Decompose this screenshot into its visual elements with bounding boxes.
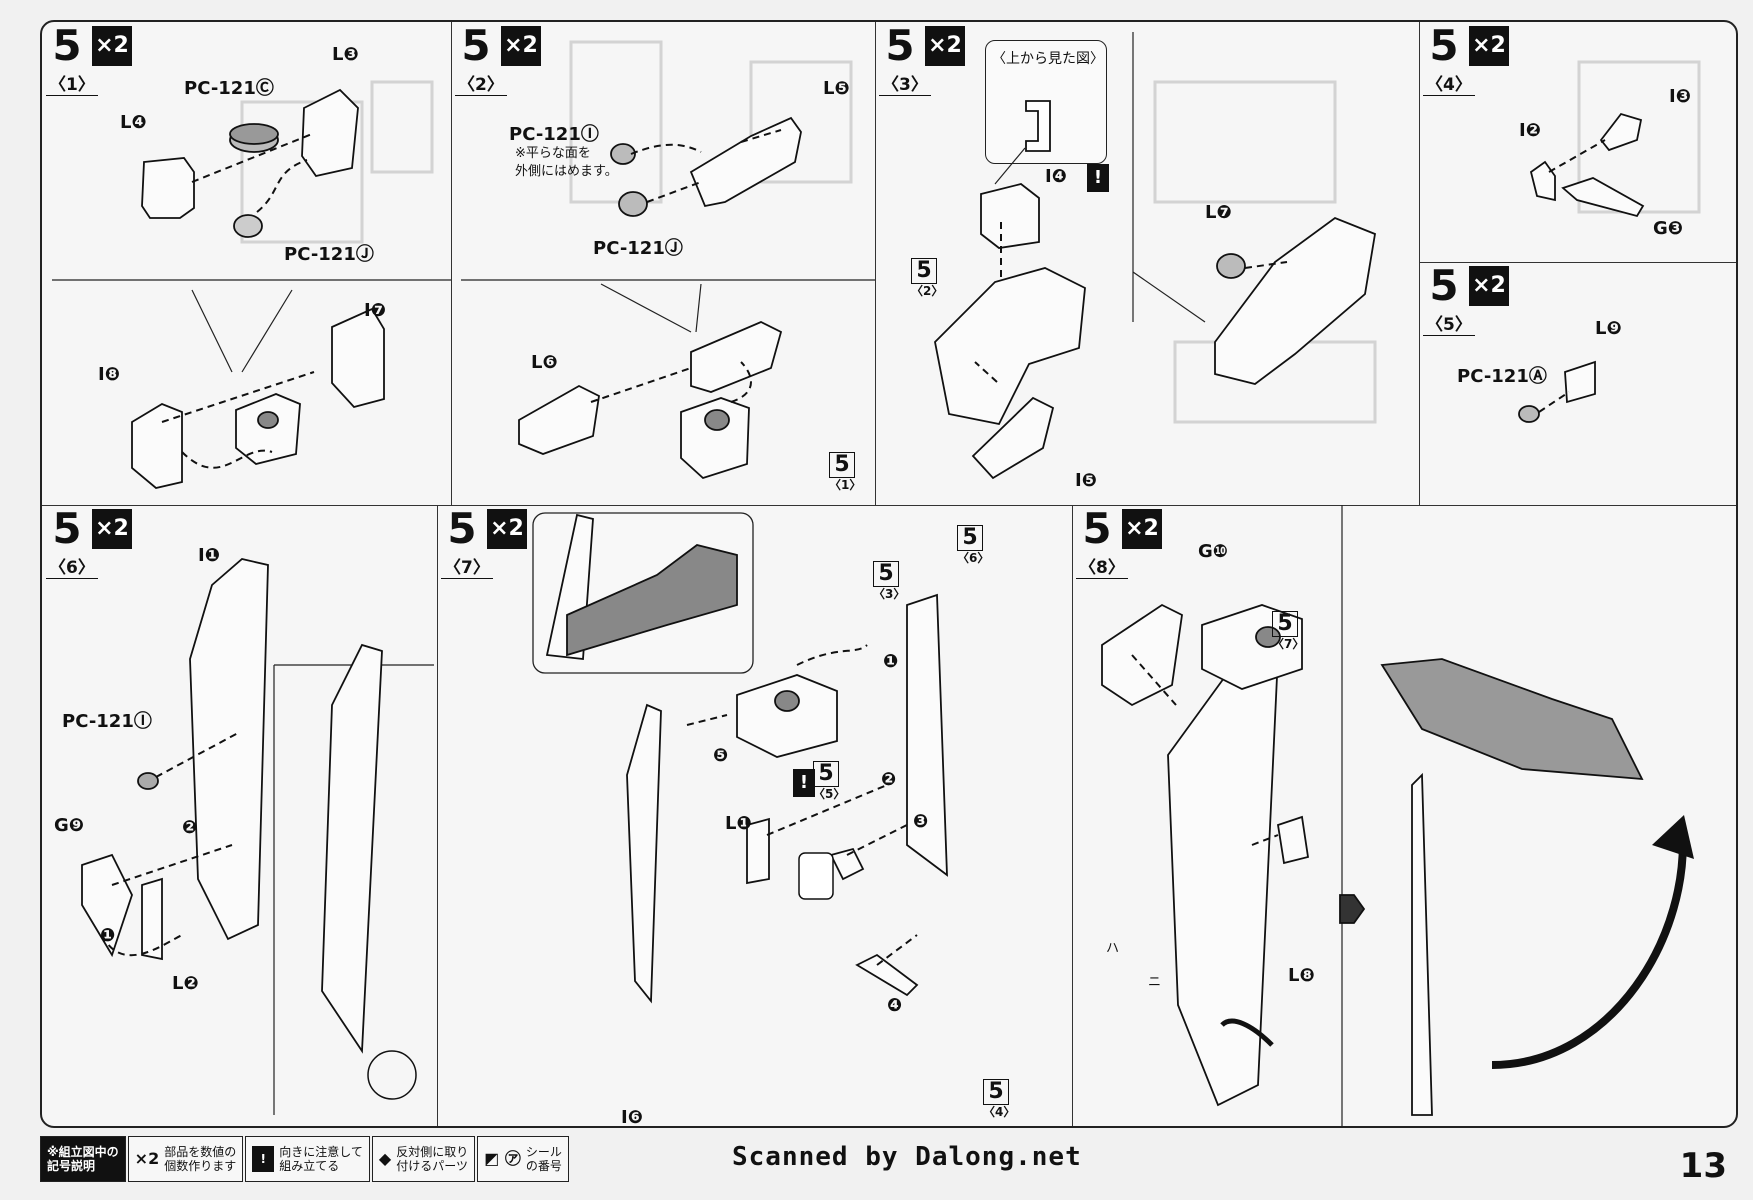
order-marker-1: ❶ xyxy=(100,925,116,946)
part-label-l6: L❻ xyxy=(531,352,558,373)
part-label-l5: L❺ xyxy=(823,78,850,99)
seal-label-ni: ニ xyxy=(1148,975,1162,990)
step-panel-4: 5×2〈4〉 I❸ I❷ G❸ xyxy=(1419,22,1736,263)
step-panel-1: 5×2〈1〉 L❹ L❸ PC-121Ⓒ PC-121Ⓙ I❼ I❽ xyxy=(42,22,452,506)
assembly-frame: 5×2〈1〉 L❹ L❸ PC-121Ⓒ PC-121Ⓙ I❼ I❽ 5×2〈 xyxy=(40,20,1738,1128)
part-label-l3: L❸ xyxy=(332,44,359,65)
step-badge: 5×2〈4〉 xyxy=(1423,25,1509,96)
step-reference: 5〈2〉 xyxy=(911,258,944,298)
order-marker-2: ❷ xyxy=(881,769,897,790)
legend-item-seal: ◩ ㋐シールの番号 xyxy=(477,1136,569,1182)
part-drawing xyxy=(934,32,1377,480)
page-number: 13 xyxy=(1679,1146,1727,1186)
part-drawing xyxy=(81,558,434,1115)
legend-item-opposite: ◆反対側に取り付けるパーツ xyxy=(371,1136,476,1182)
part-label-i8: I❽ xyxy=(98,364,120,385)
part-drawing xyxy=(52,80,451,489)
seal-icon: ◩ ㋐ xyxy=(484,1149,521,1168)
step-reference-4: 5〈4〉 xyxy=(983,1079,1016,1119)
caution-icon: ! xyxy=(252,1146,275,1172)
part-label-i5: I❺ xyxy=(1075,470,1097,491)
order-marker-3: ❸ xyxy=(913,811,929,832)
step-badge: 5×2〈1〉 xyxy=(46,25,132,96)
part-label-g10: G❿ xyxy=(1198,541,1229,562)
part-label-l9: L❾ xyxy=(1595,318,1622,339)
part-label-l4: L❹ xyxy=(120,112,147,133)
step-reference-5: 5〈5〉 xyxy=(813,761,846,801)
legend-item-caution: !向きに注意して組み立てる xyxy=(245,1136,370,1182)
part-label-pc121i: PC-121Ⓘ xyxy=(62,711,152,732)
part-label-g9: G❾ xyxy=(54,815,85,836)
legend-title: ※組立図中の記号説明 xyxy=(40,1136,126,1182)
part-drawing xyxy=(532,512,948,1004)
multiply-icon: ×2 xyxy=(134,1149,160,1168)
step-panel-7: 5×2〈7〉 L❶ I❻ ❶ ❷ ❸ ❹ ❺ 5〈3〉 5〈6〉 5〈5〉 xyxy=(437,505,1073,1126)
part-drawing xyxy=(1518,360,1596,423)
part-label-i7: I❼ xyxy=(364,300,386,321)
part-label-l1: L❶ xyxy=(725,813,752,834)
orientation-note-2: 外側にはめます。 xyxy=(515,164,618,179)
part-label-i4: I❹ xyxy=(1045,166,1067,187)
part-drawing xyxy=(461,40,875,480)
step-reference-3: 5〈3〉 xyxy=(873,561,906,601)
order-marker-1: ❶ xyxy=(883,651,899,672)
step-badge: 5×2〈8〉 xyxy=(1076,508,1162,579)
step-panel-2: 5×2〈2〉 L❺ PC-121Ⓘ ※平らな面を 外側にはめます。 PC-121… xyxy=(451,22,876,506)
step-badge: 5×2〈2〉 xyxy=(455,25,541,96)
step-badge: 5×2〈7〉 xyxy=(441,508,527,579)
part-label-l8: L❽ xyxy=(1288,965,1315,986)
step-badge: 5×2〈3〉 xyxy=(879,25,965,96)
step-badge: 5×2〈6〉 xyxy=(46,508,132,579)
order-marker-2: ❷ xyxy=(182,817,198,838)
step-reference: 5〈7〉 xyxy=(1272,611,1305,651)
top-view-icon xyxy=(1025,100,1051,152)
caution-icon: ! xyxy=(1087,164,1109,192)
part-label-pc121a: PC-121Ⓐ xyxy=(1457,366,1547,387)
part-drawing xyxy=(1101,505,1694,1126)
seal-label-ha: ハ xyxy=(1106,941,1120,956)
step-badge: 5×2〈5〉 xyxy=(1423,265,1509,336)
order-marker-4: ❹ xyxy=(887,995,903,1016)
part-label-pc121i: PC-121Ⓘ xyxy=(509,124,599,145)
part-label-i3: I❸ xyxy=(1669,86,1691,107)
part-label-pc121j: PC-121Ⓙ xyxy=(593,238,683,259)
part-label-pc121j: PC-121Ⓙ xyxy=(284,244,374,265)
part-label-g3: G❸ xyxy=(1653,218,1684,239)
part-label-pc121c: PC-121Ⓒ xyxy=(184,78,274,99)
part-label-i6: I❻ xyxy=(621,1107,643,1126)
step-panel-5: 5×2〈5〉 L❾ PC-121Ⓐ xyxy=(1419,262,1736,506)
part-label-l7: L❼ xyxy=(1205,202,1232,223)
part-label-i1: I❶ xyxy=(198,545,220,566)
step-panel-8: 5×2〈8〉 G❿ L❽ ハ ニ 5〈7〉 xyxy=(1072,505,1736,1126)
top-view-callout: 〈上から見た図〉 xyxy=(985,40,1107,164)
step-reference-6: 5〈6〉 xyxy=(957,525,990,565)
order-marker-5: ❺ xyxy=(713,745,729,766)
step-reference: 5〈1〉 xyxy=(829,452,862,492)
part-label-i2: I❷ xyxy=(1519,120,1541,141)
opposite-side-icon: ◆ xyxy=(378,1149,392,1168)
step-panel-3: 5×2〈3〉 〈上から見た図〉 I❹ ! L❼ I❺ 5〈2〉 xyxy=(875,22,1420,506)
step-panel-6: 5×2〈6〉 I❶ PC-121Ⓘ G❾ L❷ ❶ ❷ xyxy=(42,505,438,1126)
part-drawing xyxy=(1529,60,1701,218)
caution-icon: ! xyxy=(793,769,815,797)
scan-credit: Scanned by Dalong.net xyxy=(732,1142,1082,1172)
part-label-l2: L❷ xyxy=(172,973,199,994)
orientation-note-1: ※平らな面を xyxy=(515,146,591,161)
